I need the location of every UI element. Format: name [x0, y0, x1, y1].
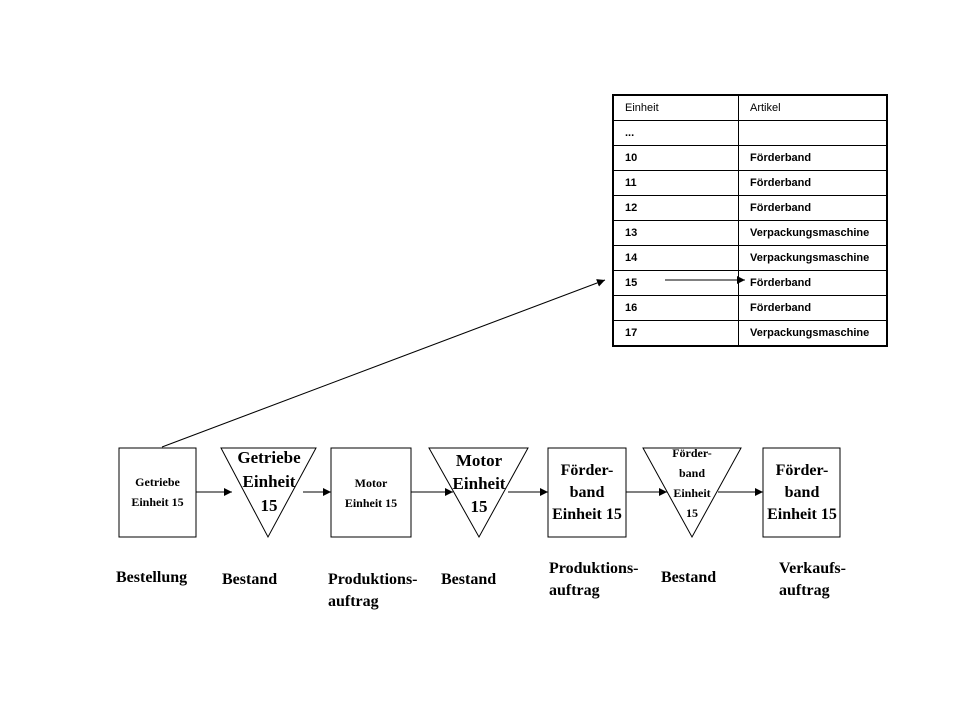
getriebe-order-label: Getriebe Einheit 15 — [119, 472, 196, 512]
table-cell: Förderband — [738, 195, 887, 221]
table-cell: 16 — [613, 295, 739, 321]
foerderband-stock-line1: Förder- — [672, 446, 712, 460]
foerderband-stock-triangle — [642, 447, 742, 539]
foerderband-order-label: Förder- band Einheit 15 — [540, 460, 634, 526]
caption-bestand-3: Bestand — [661, 569, 717, 586]
table-cell: Verpackungsmaschine — [738, 220, 887, 246]
getriebe-order-box — [118, 447, 197, 538]
caption-verkaufsauftrag: Verkaufs- auftrag — [779, 558, 846, 602]
caption-bestellung: Bestellung — [116, 569, 188, 586]
table-cell: Verpackungsmaschine — [750, 327, 870, 339]
foerderband-order-box — [547, 447, 627, 538]
reference-arrow — [161, 279, 606, 448]
motor-order-line2: Einheit 15 — [344, 496, 398, 510]
getriebe-stock-line2: Einheit — [242, 472, 296, 491]
caption-produktion2-line2: auftrag — [549, 582, 600, 599]
foerderband-order-line2: band — [569, 484, 605, 501]
caption-produktionsauftrag-1: Produktions- auftrag — [328, 569, 418, 613]
table-cell: Förderband — [738, 295, 887, 321]
getriebe-stock-label: Getriebe Einheit 15 — [219, 446, 319, 518]
foerderband-sales-box — [762, 447, 841, 538]
foerderband-order-line3: Einheit 15 — [552, 506, 622, 523]
table-cell: 10 — [613, 145, 739, 171]
table-cell: ... — [613, 120, 739, 146]
foerderband-stock-line2: band — [678, 466, 706, 480]
getriebe-stock-triangle — [220, 447, 317, 539]
caption-produktion1-line1: Produktions- — [328, 571, 418, 588]
table-cell: 13 — [613, 220, 739, 246]
getriebe-order-line1: Getriebe — [135, 475, 180, 489]
caption-verkauf-line1: Verkaufs- — [779, 560, 846, 577]
table-cell: 12 — [613, 195, 739, 221]
table-header-artikel: Artikel — [738, 95, 887, 121]
foerderband-stock-line4: 15 — [686, 506, 698, 520]
caption-produktion1-line2: auftrag — [328, 593, 379, 610]
foerderband-order-line1: Förder- — [560, 462, 614, 479]
table-cell: 11 — [613, 170, 739, 196]
caption-bestand-2: Bestand — [441, 571, 497, 588]
foerderband-stock-line3: Einheit — [673, 486, 711, 500]
caption-produktionsauftrag-2: Produktions- auftrag — [549, 558, 639, 602]
foerderband-sales-line1: Förder- — [775, 462, 829, 479]
motor-stock-label: Motor Einheit 15 — [429, 449, 529, 518]
motor-order-line1: Motor — [354, 476, 388, 490]
motor-stock-line3: 15 — [470, 497, 488, 516]
getriebe-stock-line3: 15 — [260, 496, 278, 515]
motor-stock-triangle — [428, 447, 529, 539]
getriebe-order-line2: Einheit 15 — [131, 495, 184, 509]
foerderband-sales-label: Förder- band Einheit 15 — [755, 460, 849, 526]
table-cell: 15 — [613, 270, 739, 296]
table-cell: Förderband — [738, 270, 887, 296]
table-cell: Förderband — [738, 145, 887, 171]
motor-stock-line2: Einheit — [452, 474, 506, 493]
motor-order-box — [330, 447, 412, 538]
foerderband-sales-line2: band — [784, 484, 820, 501]
caption-verkauf-line2: auftrag — [779, 582, 830, 599]
table-header-einheit: Einheit — [613, 95, 739, 121]
table-cell: Verpackungsmaschine — [738, 245, 887, 271]
foerderband-stock-label: Förder- band Einheit 15 — [643, 443, 741, 523]
caption-produktion2-line1: Produktions- — [549, 560, 639, 577]
motor-stock-line1: Motor — [455, 451, 503, 470]
getriebe-stock-line1: Getriebe — [237, 448, 301, 467]
table-cell: Förderband — [738, 170, 887, 196]
caption-bestand-1: Bestand — [222, 571, 278, 588]
foerderband-sales-line3: Einheit 15 — [767, 506, 837, 523]
table-cell: 17 — [613, 320, 739, 346]
table-cell: 14 — [613, 245, 739, 271]
table-header-row: Einheit Artikel — [613, 95, 887, 121]
table-row: 17 Verpackungsmaschine — [613, 320, 887, 346]
table-row: ... — [613, 120, 887, 146]
motor-order-label: Motor Einheit 15 — [331, 473, 411, 513]
table-cell — [738, 120, 887, 146]
